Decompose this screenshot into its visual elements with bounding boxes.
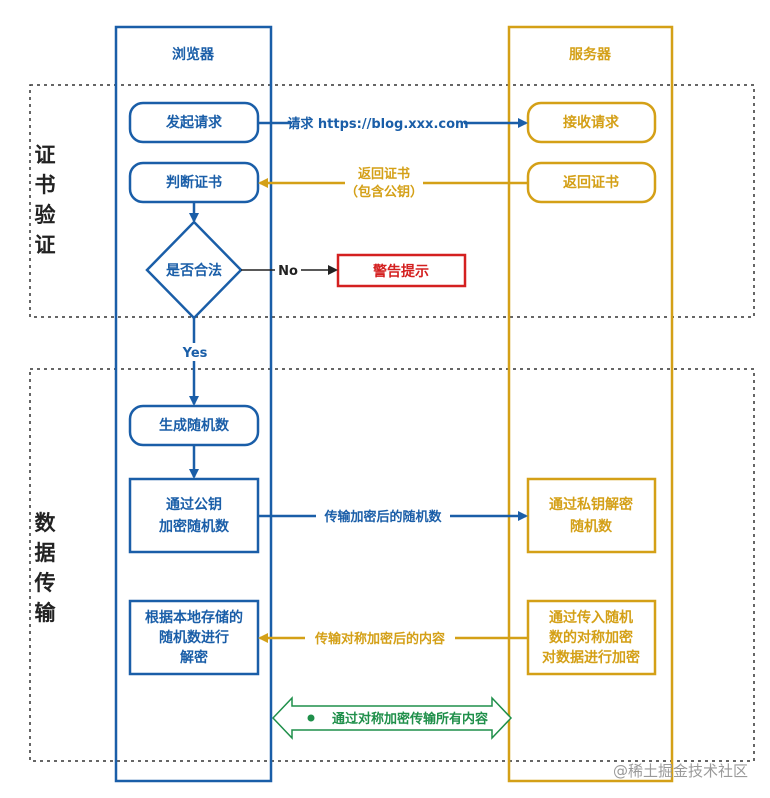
sym-encrypt-line-2: 数的对称加密: [549, 629, 633, 646]
decrypt-local-line-3: 解密: [180, 649, 208, 666]
is-legal-label: 是否合法: [166, 262, 222, 279]
judge-cert-label: 判断证书: [166, 174, 222, 191]
decrypt-local-node: [128, 599, 260, 676]
send-sym-content-label-bg: [305, 628, 455, 647]
decrypt-local-line-1: 根据本地存储的: [145, 609, 243, 626]
request-edge-label-bg: [292, 113, 464, 132]
send-sym-content-label: 传输对称加密后的内容: [314, 631, 445, 647]
private-decrypt-line-1: 通过私钥解密: [549, 496, 633, 513]
send-encrypted-label-bg: [316, 506, 450, 525]
gen-random-label: 生成随机数: [159, 417, 230, 434]
server-lane-title: 服务器: [569, 46, 612, 63]
transfer-section-char-4: 输: [35, 601, 57, 625]
cert-section-char-2: 书: [35, 173, 56, 197]
private-decrypt-node: [526, 477, 657, 554]
decrypt-local-line-2: 随机数进行: [159, 629, 229, 646]
all-content-label: 通过对称加密传输所有内容: [332, 711, 488, 727]
browser-lane-title: 浏览器: [172, 46, 215, 63]
return-cert-edge-line-1: 返回证书: [358, 166, 410, 182]
sym-encrypt-line-3: 对数据进行加密: [542, 649, 640, 666]
transfer-section-region: [29, 368, 755, 762]
encrypt-random-line-2: 加密随机数: [158, 518, 230, 535]
cert-section-char-3: 验: [35, 203, 56, 227]
warning-label: 警告提示: [373, 263, 429, 280]
yes-edge-label: Yes: [182, 346, 208, 361]
transfer-section-char-1: 数: [35, 511, 57, 535]
warning-node: [336, 253, 467, 288]
receive-request-node: [526, 101, 657, 144]
cert-section-char-4: 证: [35, 233, 56, 257]
cert-section-region: [29, 84, 755, 318]
return-cert-edge-label-bg: [345, 163, 423, 201]
no-edge-label: No: [278, 264, 298, 279]
request-edge-label: 请求 https://blog.xxx.com: [287, 116, 468, 132]
encrypt-random-line-1: 通过公钥: [166, 496, 222, 513]
all-content-bidirectional-arrow: [271, 696, 513, 740]
send-encrypted-label: 传输加密后的随机数: [323, 509, 442, 525]
receive-request-label: 接收请求: [563, 114, 620, 131]
encrypt-random-node: [128, 477, 260, 554]
transfer-section-char-2: 据: [35, 541, 56, 565]
browser-lane: [114, 25, 273, 783]
sym-encrypt-line-1: 通过传入随机: [549, 609, 633, 626]
transfer-section-char-3: 传: [34, 571, 56, 595]
watermark: @稀土掘金技术社区: [613, 762, 748, 780]
return-cert-label: 返回证书: [563, 174, 619, 191]
no-edge-label-bg: [275, 261, 301, 279]
cert-section-char-1: 证: [35, 143, 56, 167]
yes-edge-label-bg: [178, 343, 212, 361]
server-lane: [507, 25, 674, 783]
return-cert-edge-line-2: （包含公钥）: [345, 184, 423, 200]
initiate-request-label: 发起请求: [165, 114, 223, 131]
all-content-bullet: [307, 714, 315, 722]
private-decrypt-line-2: 随机数: [570, 518, 613, 535]
